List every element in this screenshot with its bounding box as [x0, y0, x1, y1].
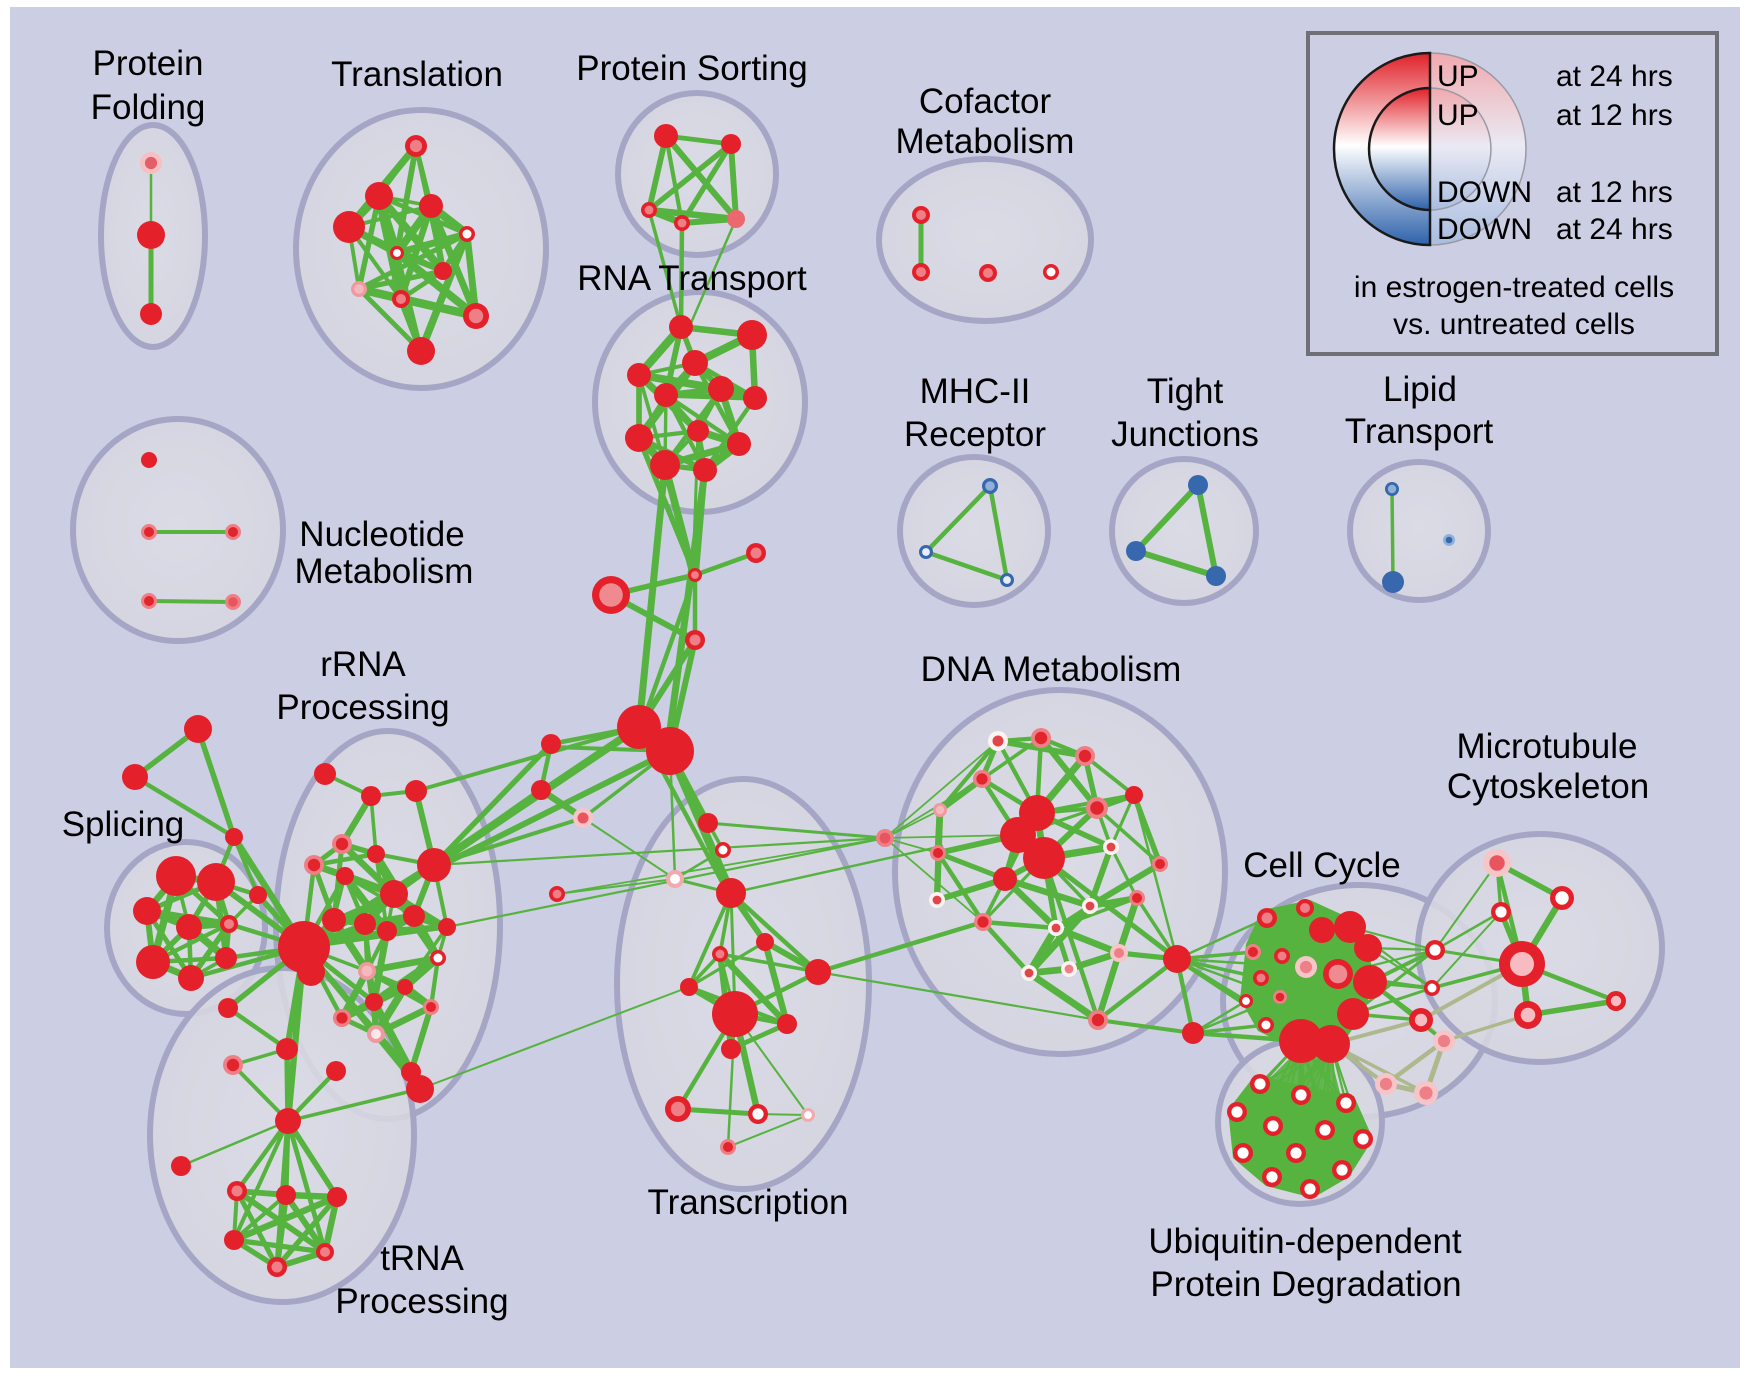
- svg-text:Lipid: Lipid: [1383, 370, 1457, 409]
- svg-text:DNA Metabolism: DNA Metabolism: [921, 650, 1182, 689]
- svg-text:Transport: Transport: [1345, 412, 1494, 451]
- svg-text:Transcription: Transcription: [648, 1183, 849, 1222]
- svg-text:Microtubule: Microtubule: [1457, 727, 1638, 766]
- svg-text:Processing: Processing: [335, 1282, 508, 1321]
- svg-text:Protein Degradation: Protein Degradation: [1150, 1265, 1461, 1304]
- svg-text:in estrogen-treated cells: in estrogen-treated cells: [1354, 271, 1674, 304]
- svg-text:Metabolism: Metabolism: [896, 122, 1075, 161]
- svg-text:Protein: Protein: [93, 44, 204, 83]
- svg-text:Splicing: Splicing: [62, 805, 185, 844]
- svg-text:at 24 hrs: at 24 hrs: [1556, 213, 1673, 246]
- svg-text:DOWN: DOWN: [1437, 213, 1532, 246]
- svg-text:Cofactor: Cofactor: [919, 82, 1052, 121]
- svg-text:Metabolism: Metabolism: [295, 552, 474, 591]
- svg-text:at 12 hrs: at 12 hrs: [1556, 176, 1673, 209]
- svg-text:vs. untreated cells: vs. untreated cells: [1393, 308, 1635, 341]
- svg-text:Junctions: Junctions: [1111, 415, 1259, 454]
- svg-text:RNA Transport: RNA Transport: [577, 259, 807, 298]
- svg-text:tRNA: tRNA: [380, 1239, 464, 1278]
- svg-text:Cell Cycle: Cell Cycle: [1243, 846, 1401, 885]
- svg-text:Nucleotide: Nucleotide: [299, 515, 464, 554]
- svg-text:Tight: Tight: [1147, 372, 1224, 411]
- svg-text:MHC-II: MHC-II: [920, 372, 1031, 411]
- svg-text:at 24 hrs: at 24 hrs: [1556, 60, 1673, 93]
- svg-text:Folding: Folding: [91, 88, 206, 127]
- svg-text:rRNA: rRNA: [320, 645, 406, 684]
- svg-text:Cytoskeleton: Cytoskeleton: [1447, 767, 1649, 806]
- svg-text:UP: UP: [1437, 60, 1479, 93]
- svg-text:DOWN: DOWN: [1437, 176, 1532, 209]
- svg-text:at 12 hrs: at 12 hrs: [1556, 99, 1673, 132]
- svg-text:Ubiquitin-dependent: Ubiquitin-dependent: [1148, 1222, 1462, 1261]
- svg-text:Protein Sorting: Protein Sorting: [576, 49, 808, 88]
- svg-text:UP: UP: [1437, 99, 1479, 132]
- svg-text:Processing: Processing: [276, 688, 449, 727]
- svg-text:Receptor: Receptor: [904, 415, 1046, 454]
- svg-text:Translation: Translation: [331, 55, 503, 94]
